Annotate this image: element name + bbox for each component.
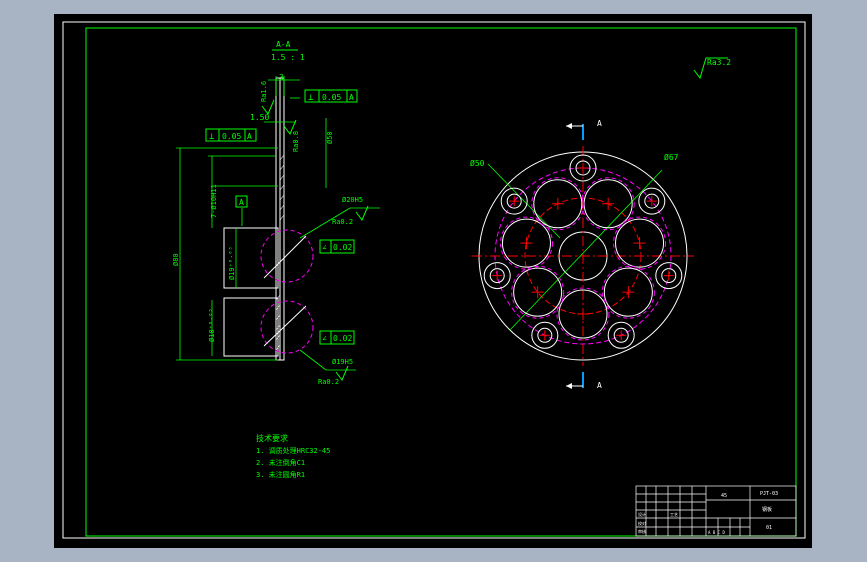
note-2: 2. 未注倒角C1: [256, 458, 305, 467]
pos-frame-upper: ∠ 0.02: [319, 239, 355, 254]
section-marker-bottom: A: [566, 372, 602, 390]
pocket: [601, 265, 655, 319]
pos-upper-tol: 0.02: [333, 243, 352, 252]
section-label: A-A: [276, 40, 291, 49]
tb-row-label-4: 工艺: [670, 512, 678, 517]
front-dim-phi67: Ø67: [664, 152, 679, 162]
roughness-symbols: [261, 57, 728, 381]
tb-stage-label: A B C D: [708, 530, 725, 535]
surface-finish-default: Ra3.2: [707, 58, 731, 67]
pos-lower-tol: 0.02: [333, 334, 352, 343]
pos-frame-lower: ∠ 0.02: [319, 330, 355, 345]
ra-mid: Ra0.8: [292, 131, 300, 152]
diag-dim-line: [509, 169, 663, 331]
lower-bore-outline: [223, 297, 279, 357]
dim-phi80: Ø80: [172, 253, 180, 266]
dim-phi19: Ø19⁺⁰·⁰⁵: [228, 246, 236, 280]
note-1: 1. 调质处理HRC32-45: [256, 446, 330, 455]
ra-upper: Ra0.2: [332, 218, 353, 226]
tb-row-label-3: 审核: [638, 528, 646, 534]
perp-frame-left: ⊥ 0.05 A: [205, 128, 257, 142]
section-mark-bottom: A: [597, 381, 602, 390]
dim-length: 1.50: [250, 113, 269, 122]
perp-frame-top: ⊥ 0.05 A: [304, 89, 358, 103]
bolt-hole: [500, 187, 528, 215]
datum-label: A: [239, 198, 244, 207]
section-mark-top: A: [597, 119, 602, 128]
lower-bore-hidden: [260, 300, 314, 354]
outer-border: [62, 21, 806, 539]
bolt-hole-group: [483, 154, 683, 349]
pocket: [556, 287, 610, 341]
notes-title: 技术要求: [256, 433, 288, 443]
note-3: 3. 未注圆角R1: [256, 470, 305, 479]
bolt-hole: [607, 321, 635, 349]
upper-bore-outline: [223, 227, 279, 289]
dim-phi18: Ø18⁺⁰·⁰⁵: [208, 308, 216, 342]
datum-box: [235, 195, 248, 208]
tb-drawing-no: PJT-03: [760, 491, 778, 497]
tb-row-label-2: 校对: [638, 520, 646, 526]
bolt-hole: [531, 321, 559, 349]
front-dim-phi50: Ø50: [470, 158, 485, 168]
upper-bore-diagonal: [263, 235, 307, 279]
pocket: [499, 216, 553, 270]
inner-border: [85, 27, 797, 537]
tb-material: 钢板: [762, 506, 772, 513]
pocket: [511, 265, 565, 319]
bolt-hole: [569, 154, 597, 182]
bolt-hole: [655, 262, 683, 290]
fit-upper: Ø20H5: [342, 196, 363, 204]
pocket: [531, 177, 585, 231]
perp-top-symbol: ⊥: [308, 93, 314, 103]
perp-left-symbol: ⊥: [209, 132, 215, 142]
lower-bore-diagonal: [263, 305, 307, 347]
ra-lower: Ra0.2: [318, 378, 339, 386]
section-scale: 1.5 : 1: [271, 53, 305, 62]
pocket-group: [499, 177, 667, 341]
pos-lower-symbol: ∠: [322, 334, 327, 343]
tb-sheet: 01: [766, 525, 772, 531]
section-marker-top: A: [566, 119, 602, 140]
section-dimensions: [176, 76, 380, 371]
tb-part-name: 45: [721, 493, 727, 499]
bolt-hole: [638, 187, 666, 215]
section-view: A-A 1.5 : 1: [172, 40, 731, 386]
dim-phi50-side: Ø50: [326, 131, 334, 144]
upper-bore-hidden: [260, 229, 314, 283]
technical-notes: 技术要求 1. 调质处理HRC32-45 2. 未注倒角C1 3. 未注圆角R1: [256, 433, 330, 479]
perp-top-datum: A: [349, 93, 354, 102]
dim-thickness: 3: [279, 73, 284, 82]
pocket: [613, 216, 667, 270]
ra-top: Ra1.6: [260, 81, 268, 102]
perp-top-tol: 0.05: [322, 93, 341, 102]
title-block: [635, 485, 797, 537]
pos-upper-symbol: ∠: [322, 243, 327, 252]
perp-left-datum: A: [247, 132, 252, 141]
front-view: A A Ø50 Ø67: [470, 119, 694, 390]
pocket: [581, 177, 635, 231]
tb-row-label-1: 设计: [638, 511, 646, 517]
dim-bolt-holes: 7-Ø10H11: [210, 184, 218, 218]
perp-left-tol: 0.05: [222, 132, 241, 141]
bolt-hole: [483, 262, 511, 290]
fit-lower: Ø19H5: [332, 358, 353, 366]
